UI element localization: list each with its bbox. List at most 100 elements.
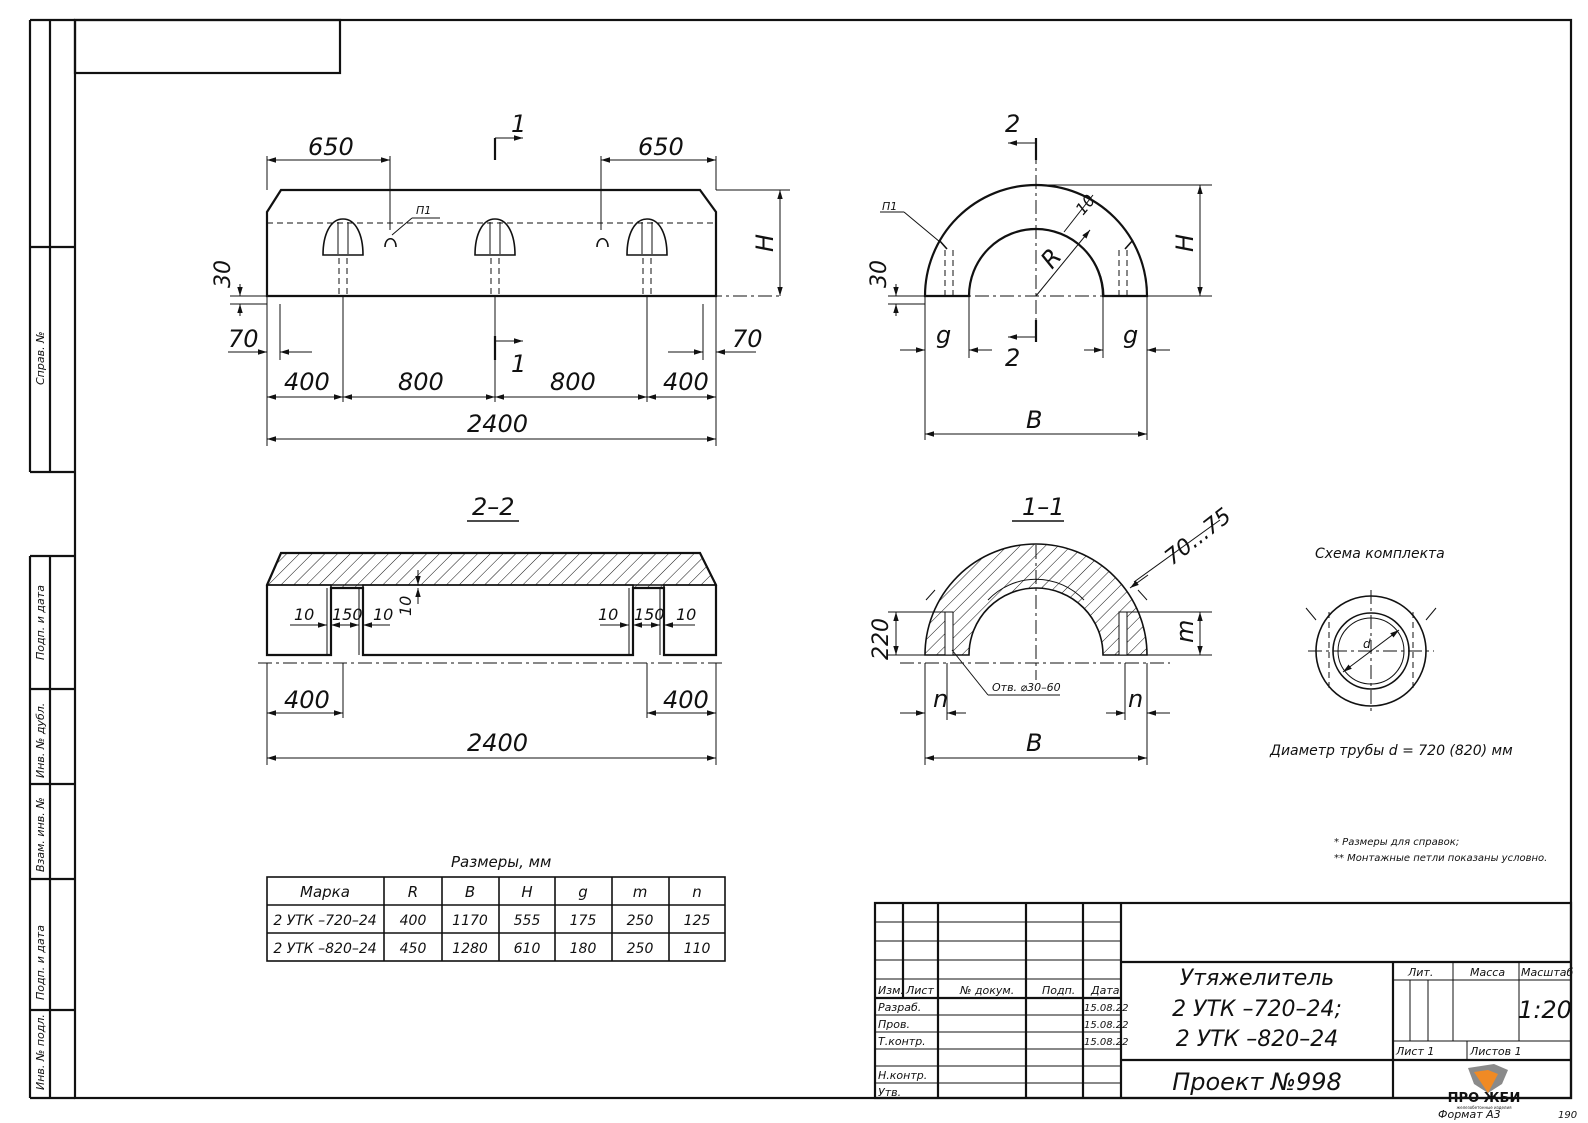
dim-70-75: 70...75 bbox=[1160, 504, 1236, 571]
section-mark-2-bottom: 2 bbox=[1005, 344, 1020, 372]
kit-scheme-labels: Схема комплекта d Диаметр трубы d = 720 … bbox=[1269, 546, 1513, 759]
table-cell: 110 bbox=[684, 941, 711, 957]
table-cell: 555 bbox=[514, 913, 541, 929]
section-mark-1-top: 1 bbox=[511, 110, 526, 138]
dim-650-right: 650 bbox=[638, 133, 684, 161]
th-h: H bbox=[521, 883, 532, 901]
end-view-labels: 2 2 П1 10 R H 30 g g B bbox=[867, 110, 1199, 434]
end-loop-label-p1: П1 bbox=[882, 200, 897, 213]
tb-sheet: Лист 1 bbox=[1395, 1045, 1434, 1058]
table-cell: 450 bbox=[400, 941, 427, 957]
dim-g-right: g bbox=[1123, 321, 1138, 349]
section-1-1-labels: 1–1 70...75 220 m Отв. ⌀30–60 n n B bbox=[869, 493, 1236, 757]
tb-sheets: Листов 1 bbox=[1469, 1045, 1522, 1058]
tb-name-line3: 2 УТК –820–24 bbox=[1176, 1027, 1338, 1052]
hole-label: Отв. ⌀30–60 bbox=[992, 681, 1061, 694]
dim-r: R bbox=[1035, 243, 1067, 274]
company-logo: ПРО ЖБИ железобетонные изделия bbox=[1448, 1064, 1521, 1110]
sec22-d150b: 150 bbox=[634, 605, 665, 624]
title-block: Изм. Лист № докум. Подп. Дата Разраб. Пр… bbox=[873, 901, 1573, 1110]
tb-col-doc: № докум. bbox=[959, 984, 1014, 997]
dim-m: m bbox=[1171, 620, 1199, 643]
stamp-inv-podl: Инв. № подл. bbox=[34, 1014, 47, 1090]
table-cell: 2 УТК –720–24 bbox=[273, 913, 376, 929]
notes: * Размеры для справок; ** Монтажные петл… bbox=[1334, 837, 1547, 864]
table-cell: 1280 bbox=[452, 941, 488, 957]
tb-tkontr: Т.контр. bbox=[878, 1035, 926, 1048]
th-b: B bbox=[465, 883, 475, 901]
dim-650-left: 650 bbox=[308, 133, 354, 161]
table-cell: 125 bbox=[684, 913, 711, 929]
tb-name-line2: 2 УТК –720–24; bbox=[1172, 997, 1342, 1022]
th-marka: Марка bbox=[300, 883, 350, 901]
table-cell: 2 УТК –820–24 bbox=[273, 941, 376, 957]
dim-400-right: 400 bbox=[663, 368, 709, 396]
tb-project: Проект №998 bbox=[1172, 1068, 1342, 1096]
stamp-inv-dubl: Инв. № дубл. bbox=[34, 703, 47, 778]
tb-col-list: Лист bbox=[905, 984, 934, 997]
loop-label-p1: П1 bbox=[416, 204, 431, 217]
dim-10: 10 bbox=[1072, 191, 1100, 219]
view-title-1-1: 1–1 bbox=[1022, 493, 1065, 521]
tb-col-podp: Подп. bbox=[1042, 984, 1075, 997]
kit-d-label: d bbox=[1363, 637, 1371, 651]
tb-date-2: 15.08.22 bbox=[1084, 1020, 1129, 1031]
pipe-diameter-note: Диаметр трубы d = 720 (820) мм bbox=[1269, 743, 1513, 759]
side-stamp-labels: Справ. № Подп. и дата Инв. № дубл. Взам.… bbox=[34, 331, 47, 1090]
section-mark-2-top: 2 bbox=[1005, 110, 1020, 138]
stamp-podp-data-2: Подп. и дата bbox=[34, 925, 47, 1000]
section-2-2 bbox=[258, 520, 725, 765]
dim-h: H bbox=[751, 234, 779, 252]
logo-subtext: железобетонные изделия bbox=[1457, 1105, 1513, 1110]
table-cell: 250 bbox=[627, 941, 654, 957]
end-view bbox=[880, 138, 1212, 440]
dim-n-right: n bbox=[1128, 685, 1143, 713]
front-view bbox=[228, 135, 790, 446]
tb-name-line1: Утяжелитель bbox=[1180, 966, 1335, 991]
sec22-dim-400-right: 400 bbox=[663, 686, 709, 714]
section-1-1 bbox=[888, 519, 1221, 765]
table-cell: 250 bbox=[627, 913, 654, 929]
th-n: n bbox=[692, 883, 702, 901]
sec22-dim-400-left: 400 bbox=[284, 686, 330, 714]
table-cell: 175 bbox=[570, 913, 597, 929]
tb-date-1: 15.08.22 bbox=[1084, 1003, 1129, 1014]
th-g: g bbox=[578, 883, 588, 901]
tb-razrab: Разраб. bbox=[878, 1001, 921, 1014]
kit-title: Схема комплекта bbox=[1315, 546, 1445, 562]
tb-utv: Утв. bbox=[878, 1086, 901, 1099]
kit-scheme bbox=[1305, 590, 1437, 712]
table-title: Размеры, мм bbox=[451, 853, 551, 871]
logo-text: ПРО ЖБИ bbox=[1448, 1091, 1521, 1106]
format-label: Формат А3 bbox=[1438, 1108, 1501, 1121]
tb-lit: Лит. bbox=[1407, 966, 1433, 979]
sheet-frame bbox=[28, 18, 1573, 1100]
page-number: 190 bbox=[1558, 1110, 1577, 1121]
stamp-sprav-no: Справ. № bbox=[34, 331, 47, 385]
end-dim-30: 30 bbox=[867, 260, 892, 288]
sec22-dim-2400: 2400 bbox=[467, 729, 528, 757]
sec11-dim-b: B bbox=[1026, 729, 1042, 757]
dim-220: 220 bbox=[869, 618, 894, 660]
stamp-vzam-inv: Взам. инв. № bbox=[34, 797, 47, 872]
section-2-2-labels: 2–2 10 150 10 10 10 150 10 400 400 2400 bbox=[284, 493, 709, 757]
sec22-d150a: 150 bbox=[332, 605, 363, 624]
table-cell: 180 bbox=[570, 941, 597, 957]
table-cell: 1170 bbox=[452, 913, 488, 929]
dim-b: B bbox=[1026, 406, 1042, 434]
table-cell: 610 bbox=[514, 941, 541, 957]
tb-col-izm: Изм. bbox=[878, 984, 904, 997]
table-cell: 400 bbox=[400, 913, 427, 929]
dim-2400: 2400 bbox=[467, 410, 528, 438]
sec22-d10a: 10 bbox=[294, 605, 314, 624]
tb-prov: Пров. bbox=[878, 1018, 910, 1031]
dim-800-left: 800 bbox=[398, 368, 444, 396]
note-2: ** Монтажные петли показаны условно. bbox=[1334, 853, 1547, 864]
view-title-2-2: 2–2 bbox=[472, 493, 515, 521]
sec22-d10c: 10 bbox=[396, 596, 415, 616]
stamp-podp-data-1: Подп. и дата bbox=[34, 585, 47, 660]
section-mark-1-bottom: 1 bbox=[511, 350, 526, 378]
tb-col-date: Дата bbox=[1090, 984, 1120, 997]
dim-70-left: 70 bbox=[228, 325, 259, 353]
